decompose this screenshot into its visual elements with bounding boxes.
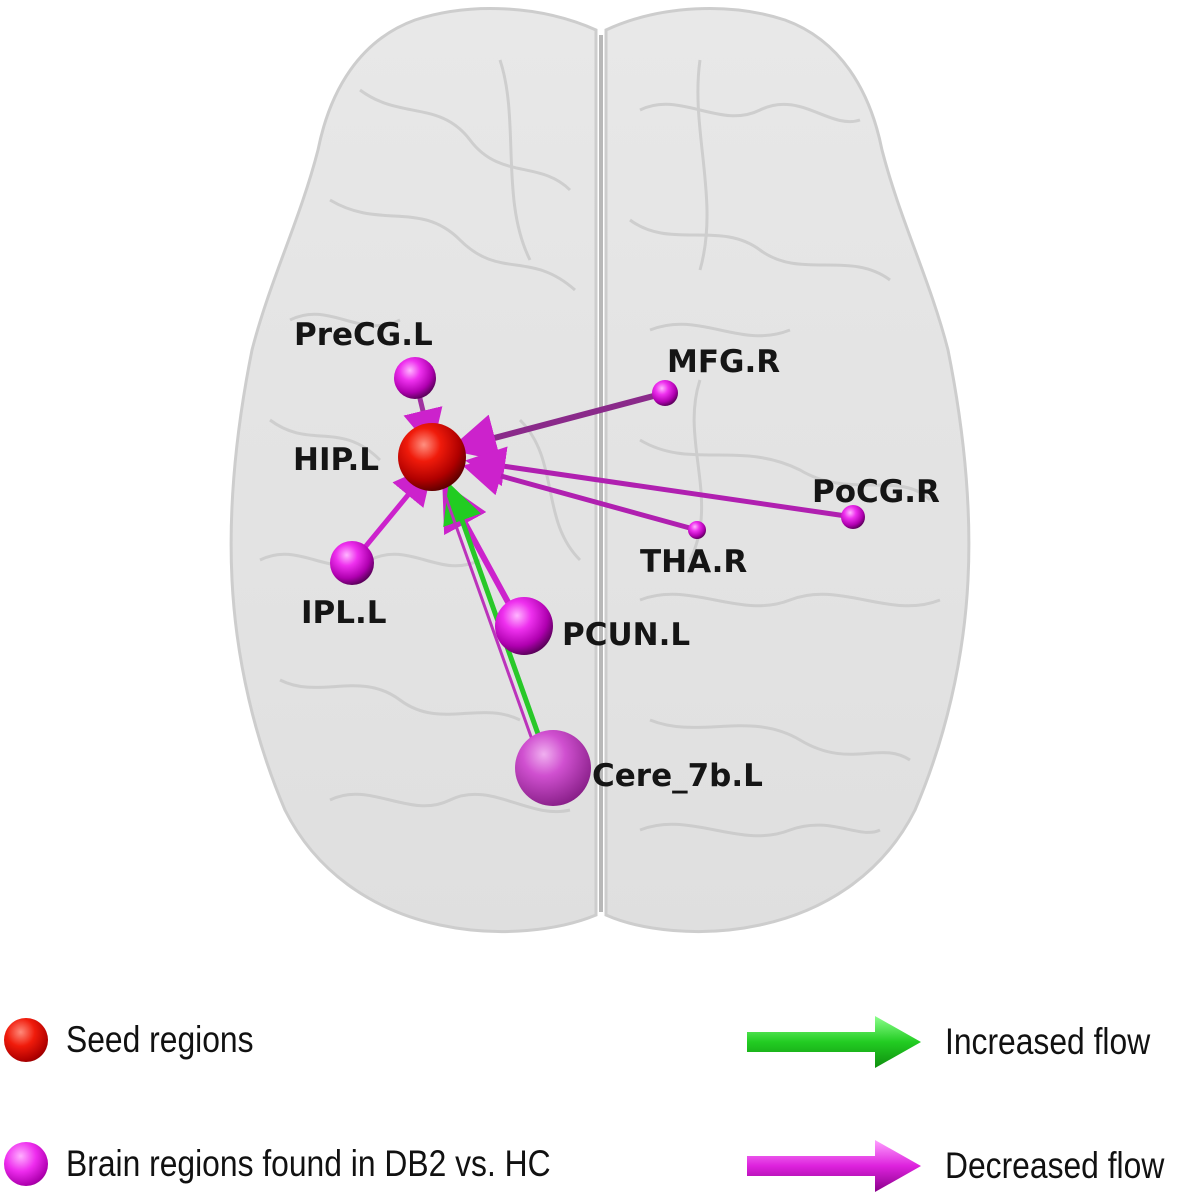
right-hemisphere: [604, 7, 971, 933]
nodes: [330, 357, 865, 806]
node-cere: [515, 730, 591, 806]
region-sphere-icon: [4, 1142, 48, 1186]
label-pcun: PCUN.L: [562, 617, 690, 653]
label-pocg: PoCG.R: [812, 474, 940, 510]
node-tha: [688, 521, 706, 539]
label-precg: PreCG.L: [294, 317, 433, 353]
legend-increased: Increased flow: [745, 1012, 1184, 1072]
legend: Seed regions Brain regions found in DB2 …: [0, 990, 1200, 1202]
green-arrow-icon: [747, 1016, 921, 1068]
node-pcun: [495, 597, 553, 655]
brain-outline: [229, 7, 971, 933]
legend-seed: Seed regions: [4, 1018, 284, 1062]
node-mfg: [652, 380, 678, 406]
node-labels: PreCG.L MFG.R PoCG.R THA.R IPL.L PCUN.L …: [293, 317, 940, 794]
node-seed-hip: [398, 423, 466, 491]
node-ipl: [330, 541, 374, 585]
legend-region-label: Brain regions found in DB2 vs. HC: [66, 1143, 551, 1184]
legend-increased-label: Increased flow: [945, 1021, 1151, 1062]
label-tha: THA.R: [640, 544, 747, 580]
node-precg: [394, 357, 436, 399]
label-seed-hip: HIP.L: [293, 442, 379, 478]
edge-pocg-hip: [465, 446, 856, 520]
edge-mfg-hip: [448, 390, 668, 462]
magenta-arrow-icon: [747, 1140, 921, 1192]
legend-region: Brain regions found in DB2 vs. HC: [4, 1142, 630, 1186]
label-cere: Cere_7b.L: [592, 758, 763, 794]
label-ipl: IPL.L: [301, 595, 387, 631]
legend-decreased-label: Decreased flow: [945, 1145, 1165, 1186]
legend-seed-label: Seed regions: [66, 1019, 254, 1060]
edge-tha-hip: [462, 456, 700, 533]
edge-hip-cere-decreased: [443, 493, 542, 764]
legend-decreased: Decreased flow: [745, 1136, 1200, 1196]
label-mfg: MFG.R: [667, 344, 780, 380]
seed-sphere-icon: [4, 1018, 48, 1062]
node-pocg: [841, 505, 865, 529]
